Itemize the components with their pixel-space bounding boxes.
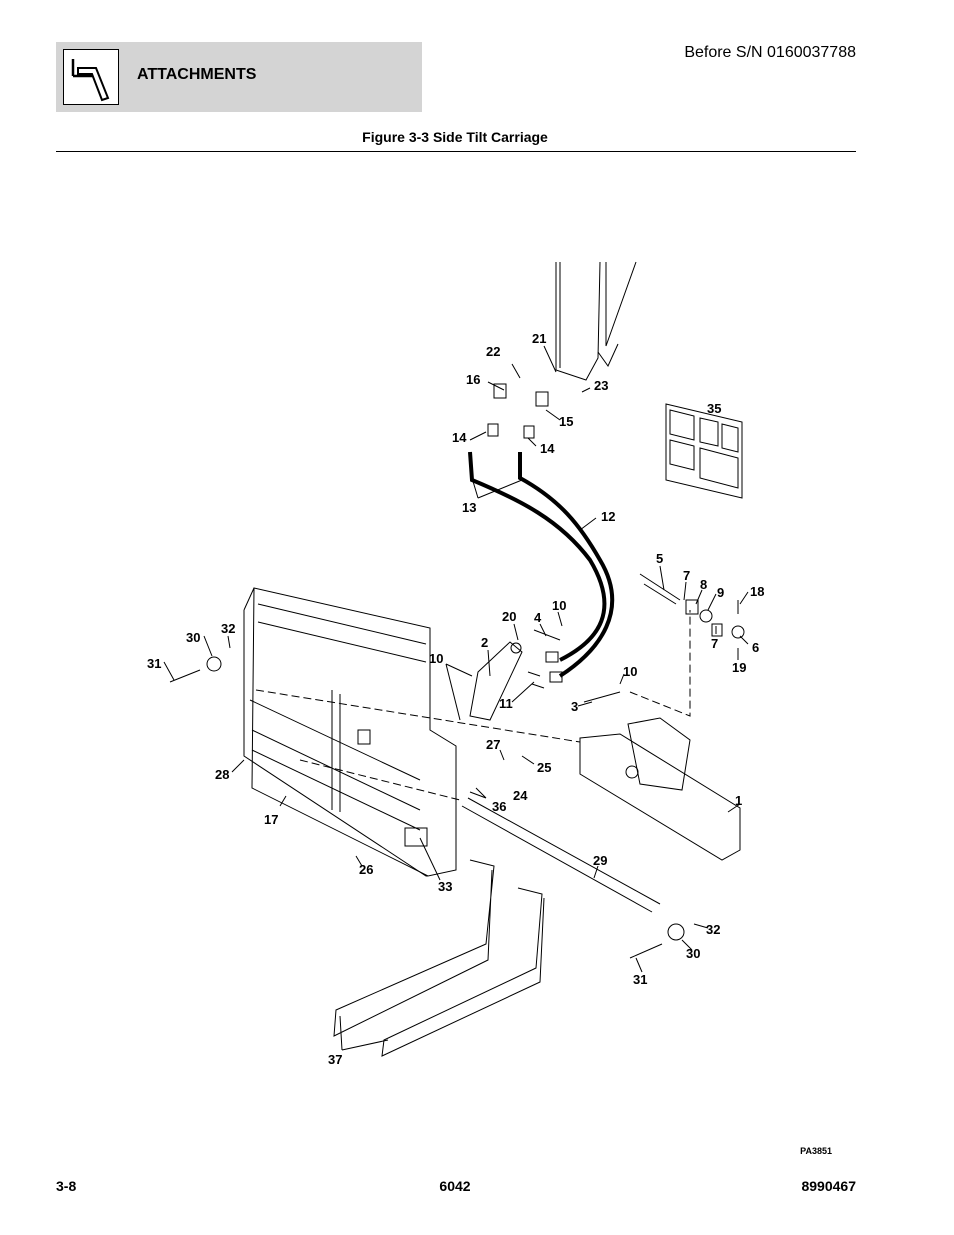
serial-number-note: Before S/N 0160037788: [684, 44, 856, 61]
manual-part-number: 8990467: [801, 1178, 856, 1194]
callout-3: 3: [571, 699, 578, 714]
callout-18: 18: [750, 584, 764, 599]
callout-26: 26: [359, 862, 373, 877]
callout-28: 28: [215, 767, 229, 782]
callout-15: 15: [559, 414, 573, 429]
attachment-icon: [63, 49, 119, 105]
model-number: 6042: [439, 1178, 471, 1194]
callout-10-left: 10: [429, 651, 443, 666]
callout-12: 12: [601, 509, 615, 524]
callout-27: 27: [486, 737, 500, 752]
callout-33: 33: [438, 879, 452, 894]
callout-14-left: 14: [452, 430, 467, 445]
section-title: ATTACHMENTS: [137, 66, 257, 83]
callout-32-lower: 32: [706, 922, 720, 937]
callout-25: 25: [537, 760, 551, 775]
callout-19: 19: [732, 660, 746, 675]
figure-title: Figure 3-3 Side Tilt Carriage: [362, 129, 548, 145]
callout-7-upper: 7: [683, 568, 690, 583]
callout-31-lower: 31: [633, 972, 647, 987]
callout-21: 21: [532, 331, 546, 346]
callout-14-right: 14: [540, 441, 555, 456]
callout-5: 5: [656, 551, 663, 566]
page-number: 3-8: [56, 1178, 77, 1194]
callout-30-lower: 30: [686, 946, 700, 961]
callout-36: 36: [492, 799, 506, 814]
callout-6: 6: [752, 640, 759, 655]
callout-16: 16: [466, 372, 480, 387]
callout-23: 23: [594, 378, 608, 393]
callout-32-upper: 32: [221, 621, 235, 636]
callout-13: 13: [462, 500, 476, 515]
callout-2: 2: [481, 635, 488, 650]
callout-4: 4: [534, 610, 542, 625]
callout-9: 9: [717, 585, 724, 600]
callout-11: 11: [499, 696, 513, 711]
header-divider: [56, 151, 856, 152]
callout-10-upper: 10: [552, 598, 566, 613]
callout-22: 22: [486, 344, 500, 359]
callout-17: 17: [264, 812, 278, 827]
illustration-code: PA3851: [800, 1146, 832, 1156]
callout-8: 8: [700, 577, 707, 592]
callout-30-upper: 30: [186, 630, 200, 645]
callout-37: 37: [328, 1052, 342, 1067]
callout-24: 24: [513, 788, 528, 803]
callout-1: 1: [735, 793, 742, 808]
callout-29: 29: [593, 853, 607, 868]
callout-35: 35: [707, 401, 721, 416]
callout-20: 20: [502, 609, 516, 624]
callout-31-upper: 31: [147, 656, 161, 671]
callout-7-lower: 7: [711, 636, 718, 651]
callout-10-right: 10: [623, 664, 637, 679]
